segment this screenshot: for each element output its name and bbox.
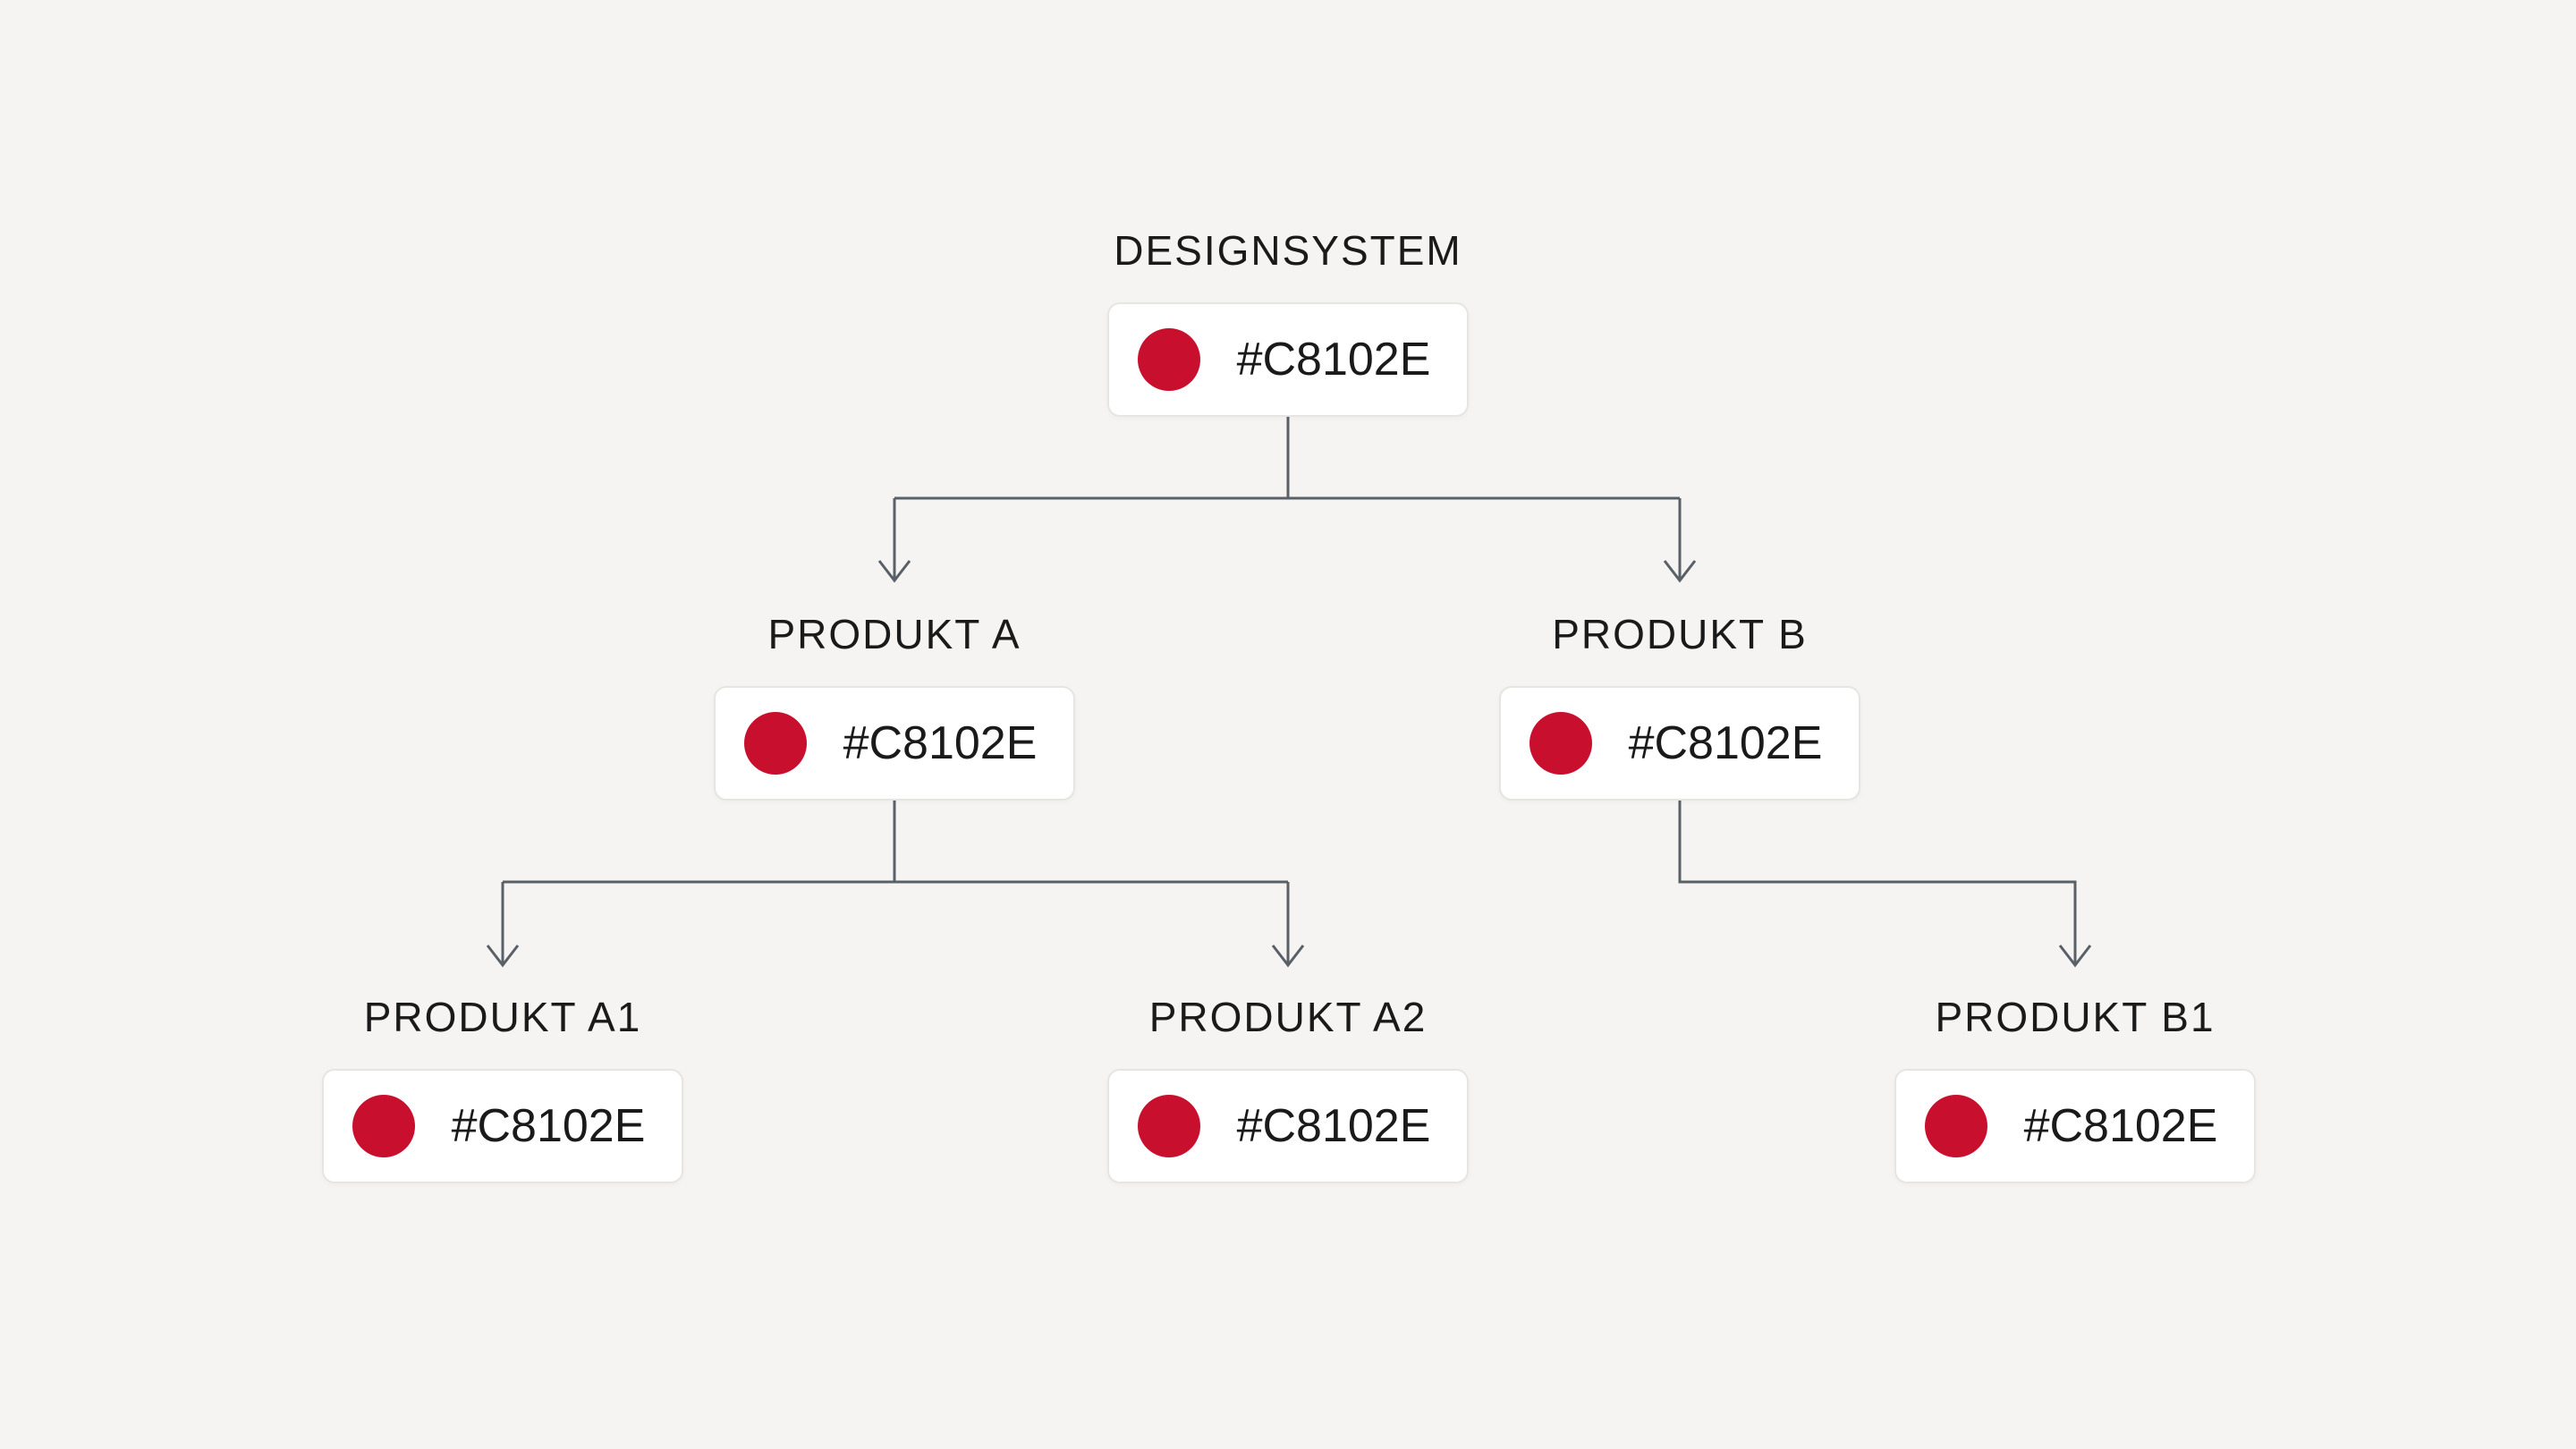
node-title: PRODUKT A2 xyxy=(1148,994,1428,1040)
color-token-card: #C8102E xyxy=(1499,686,1860,801)
color-token-card: #C8102E xyxy=(714,686,1075,801)
node-title: PRODUKT A1 xyxy=(363,994,642,1040)
edge-produkt-a-to-children xyxy=(486,801,1305,968)
edge-designsystem-to-children xyxy=(877,417,1697,583)
color-swatch xyxy=(352,1095,415,1157)
node-title: PRODUKT B1 xyxy=(1935,994,2216,1040)
color-value: #C8102E xyxy=(451,1100,646,1152)
color-token-card: #C8102E xyxy=(1107,1069,1469,1183)
color-value: #C8102E xyxy=(1628,717,1823,769)
color-token-card: #C8102E xyxy=(1107,302,1469,417)
color-value: #C8102E xyxy=(1236,1100,1431,1152)
color-value: #C8102E xyxy=(2023,1100,2218,1152)
node-title: PRODUKT A xyxy=(767,611,1021,657)
color-value: #C8102E xyxy=(843,717,1038,769)
color-swatch xyxy=(1138,1095,1200,1157)
node-title: PRODUKT B xyxy=(1552,611,1808,657)
node-title: DESIGNSYSTEM xyxy=(1114,227,1462,274)
color-swatch xyxy=(1925,1095,1987,1157)
edge-produkt-b-to-child xyxy=(1678,801,2092,968)
color-swatch xyxy=(1138,328,1200,391)
color-value: #C8102E xyxy=(1236,334,1431,386)
color-token-card: #C8102E xyxy=(322,1069,683,1183)
color-token-card: #C8102E xyxy=(1894,1069,2256,1183)
color-swatch xyxy=(744,712,807,775)
color-swatch xyxy=(1530,712,1592,775)
